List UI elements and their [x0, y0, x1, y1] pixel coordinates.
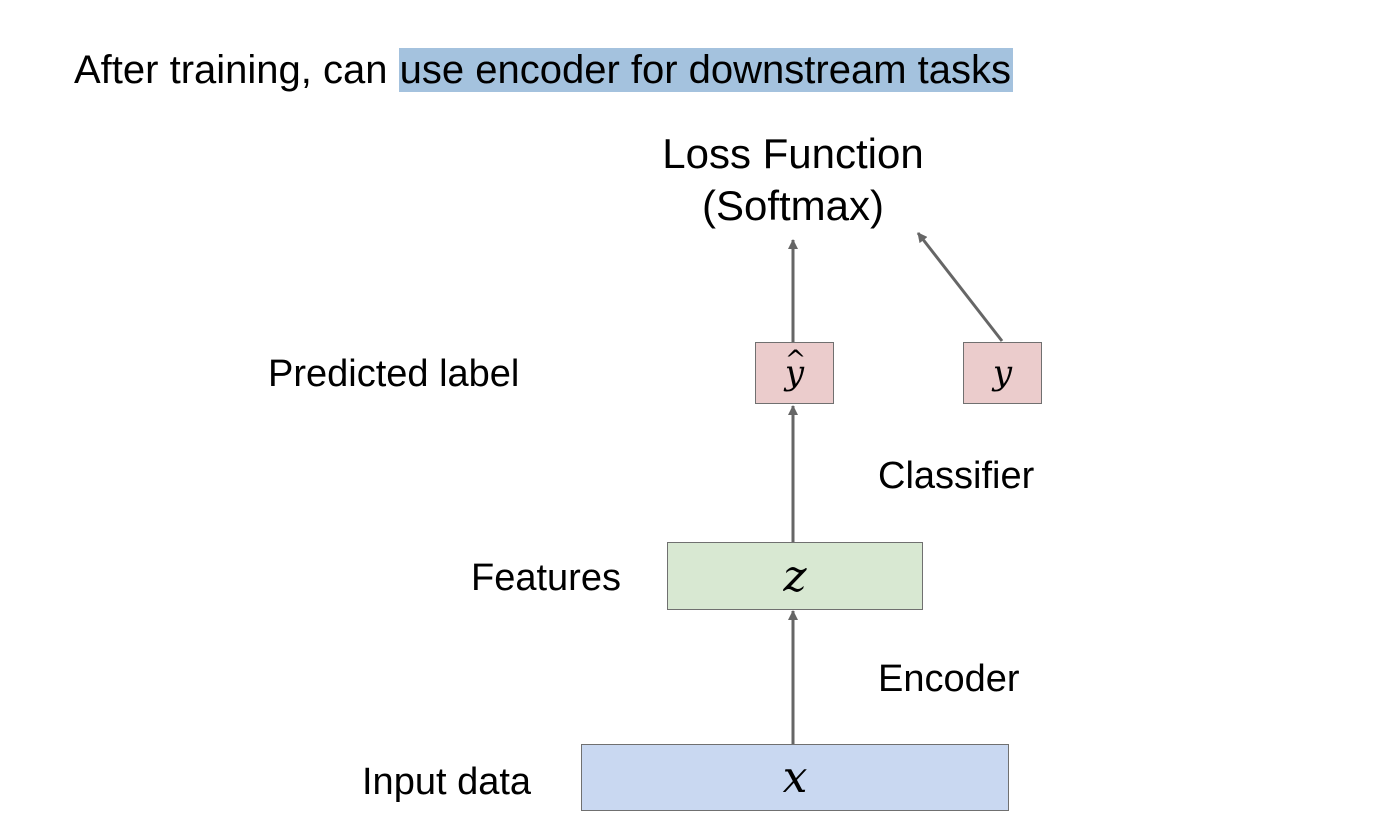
true-label-box: y	[963, 342, 1042, 404]
classifier-label: Classifier	[878, 455, 1035, 497]
heading-highlight: use encoder for downstream tasks	[398, 48, 1014, 92]
input-data-box: x	[581, 744, 1009, 811]
predicted-label-text: Predicted label	[268, 353, 520, 395]
y-hat-symbol: ^y	[784, 347, 806, 393]
encoder-label: Encoder	[878, 658, 1020, 700]
y-symbol: y	[992, 353, 1013, 393]
z-symbol: z	[783, 550, 807, 602]
arrow-y-to-loss	[916, 232, 1004, 342]
x-symbol: x	[782, 752, 808, 803]
y-hat-accent: ^	[784, 344, 807, 375]
input-data-label: Input data	[362, 761, 532, 803]
heading-prefix: After training, can	[74, 48, 399, 92]
loss-function-subtitle: (Softmax)	[701, 182, 885, 229]
y-hat-letter: y	[784, 353, 805, 393]
features-label: Features	[471, 557, 621, 599]
loss-function-label: Loss Function (Softmax)	[593, 128, 993, 232]
predicted-label-box: ^y	[755, 342, 834, 404]
loss-function-title: Loss Function	[662, 130, 924, 177]
slide-heading: After training, can use encoder for down…	[74, 46, 1014, 94]
features-box: z	[667, 542, 923, 610]
